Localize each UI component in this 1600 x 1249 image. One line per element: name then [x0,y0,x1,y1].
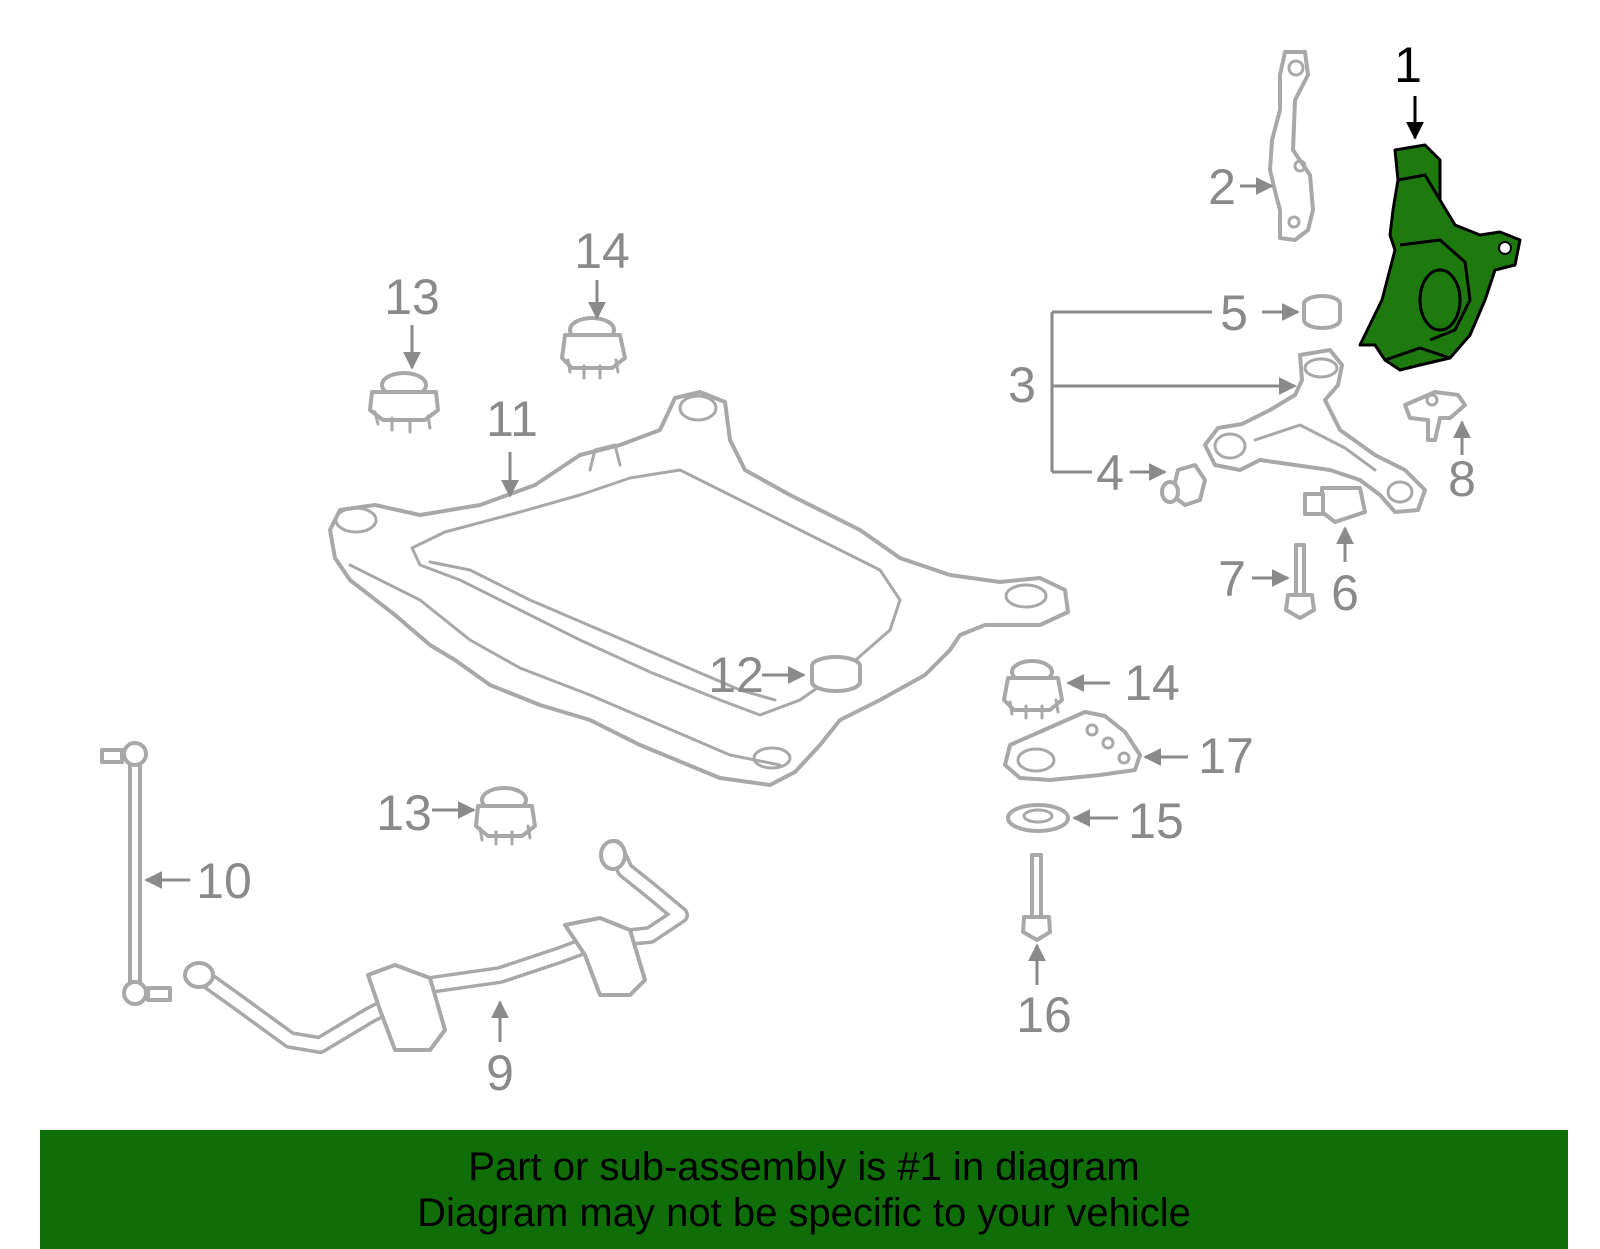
callout-6: 6 [1331,565,1359,621]
part-13-mount-upper[interactable] [368,371,440,434]
callout-16: 16 [1016,987,1072,1043]
part-15-washer[interactable] [1006,803,1070,833]
callout-4: 4 [1096,445,1124,501]
group-3-bracket-lines [1050,310,1297,474]
callout-2: 2 [1208,159,1236,215]
part-13-mount-lower[interactable] [474,786,537,846]
callout-8: 8 [1448,451,1476,507]
part-17-plate[interactable] [1003,710,1142,782]
callout-1: 1 [1394,37,1422,93]
callout-9: 9 [486,1045,514,1101]
callout-13-upper: 13 [384,269,440,325]
callout-14-lower: 14 [1124,655,1180,711]
callout-14-upper: 14 [574,223,630,279]
part-11-subframe[interactable] [328,390,1070,787]
part-5-bushing[interactable] [1302,294,1342,330]
callout-10: 10 [196,853,252,909]
info-banner: Part or sub-assembly is #1 in diagram Di… [40,1130,1568,1249]
callout-3: 3 [1008,357,1036,413]
callout-11: 11 [486,391,538,447]
part-4-bushing[interactable] [1160,463,1207,507]
part-10-stabilizer-link[interactable] [100,741,172,1006]
part-6-bushing[interactable] [1303,486,1367,524]
part-8-clip[interactable] [1403,390,1467,442]
callout-5: 5 [1220,285,1248,341]
part-3-control-arm[interactable] [1203,348,1427,514]
callout-7: 7 [1218,551,1246,607]
parts-diagram: 1 2 3 5 4 6 [100,37,1522,1101]
part-16-bolt[interactable] [1021,853,1052,942]
part-9-stabilizer-bar[interactable] [183,839,689,1054]
banner-line-1: Part or sub-assembly is #1 in diagram [468,1144,1140,1189]
callout-13-lower: 13 [376,785,432,841]
callout-12: 12 [708,647,764,703]
part-2-bracket[interactable] [1268,50,1315,242]
callout-15: 15 [1128,793,1184,849]
part-14-mount-upper[interactable] [560,316,627,380]
part-1-steering-knuckle[interactable] [1358,143,1522,372]
part-7-bolt[interactable] [1284,543,1316,620]
part-12-cap[interactable] [810,655,862,693]
callout-17: 17 [1198,728,1254,784]
part-14-mount-lower[interactable] [1002,659,1064,720]
banner-line-2: Diagram may not be specific to your vehi… [417,1190,1191,1235]
